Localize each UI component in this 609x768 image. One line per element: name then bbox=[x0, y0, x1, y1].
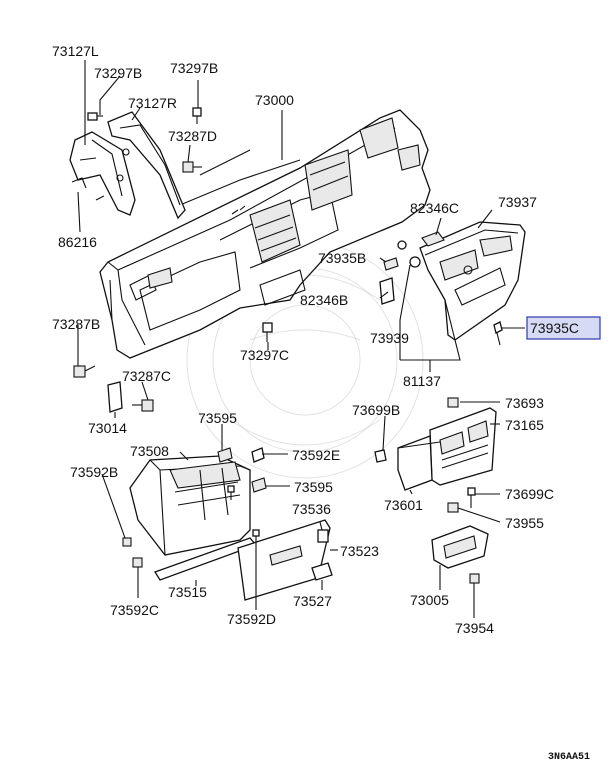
label-82346C: 82346C bbox=[410, 200, 459, 216]
label-73592D: 73592D bbox=[227, 611, 276, 627]
label-73939: 73939 bbox=[370, 330, 409, 346]
center-bezel-73937-drawing bbox=[419, 221, 526, 341]
bolt-73287C-drawing bbox=[132, 399, 154, 412]
screw-73935C-drawing bbox=[493, 321, 503, 346]
label-73592C: 73592C bbox=[110, 602, 159, 618]
label-73000: 73000 bbox=[255, 92, 294, 108]
label-73297B-left: 73297B bbox=[94, 65, 142, 81]
part-labels: 73127L 73297B 73297B 73127R 73000 73287D… bbox=[52, 43, 601, 636]
label-73508: 73508 bbox=[130, 443, 169, 459]
clip-73935B-drawing bbox=[383, 256, 421, 271]
bumper-73595-mid-drawing bbox=[227, 477, 267, 500]
label-73536: 73536 bbox=[292, 501, 331, 517]
label-73127R: 73127R bbox=[128, 95, 177, 111]
screw-73592C-drawing bbox=[132, 557, 143, 568]
glove-box-lid-73523-drawing bbox=[237, 519, 331, 601]
label-73935B: 73935B bbox=[318, 250, 366, 266]
left-brackets-drawing bbox=[69, 111, 186, 220]
label-73693: 73693 bbox=[505, 395, 544, 411]
center-panel-73165-drawing bbox=[429, 407, 497, 486]
label-73297C: 73297C bbox=[240, 347, 289, 363]
bolt-73287B-drawing bbox=[73, 365, 96, 378]
diagram-code: 3N6AA51 bbox=[548, 752, 590, 763]
label-73523: 73523 bbox=[340, 543, 379, 559]
highlight-box-73935C bbox=[526, 316, 601, 340]
screw-73592D-drawing bbox=[252, 529, 260, 548]
clip-73699B-drawing bbox=[374, 449, 387, 463]
label-73595-mid: 73595 bbox=[294, 479, 333, 495]
glove-box-73508-drawing bbox=[129, 455, 251, 556]
label-73014: 73014 bbox=[88, 420, 127, 436]
screw-73954-drawing bbox=[469, 573, 480, 596]
bolt-73297B-right-drawing bbox=[192, 107, 202, 124]
bracket-73014-drawing bbox=[107, 381, 123, 413]
pocket-73601-drawing bbox=[397, 435, 441, 491]
label-73287B: 73287B bbox=[52, 316, 100, 332]
label-73699B: 73699B bbox=[352, 402, 400, 418]
screw-73699C-drawing bbox=[467, 487, 476, 508]
label-82346B: 82346B bbox=[300, 292, 348, 308]
ashtray-73005-drawing bbox=[431, 525, 489, 569]
label-73005: 73005 bbox=[410, 592, 449, 608]
label-73601: 73601 bbox=[384, 497, 423, 513]
label-73592E: 73592E bbox=[292, 447, 340, 463]
bolt-73297B-left-drawing bbox=[87, 112, 103, 121]
label-73287D: 73287D bbox=[168, 128, 217, 144]
label-73935C[interactable]: 73935C bbox=[530, 320, 579, 336]
clip-73693-drawing bbox=[447, 397, 459, 408]
hinge-73527-drawing bbox=[311, 562, 333, 581]
label-73515: 73515 bbox=[168, 584, 207, 600]
label-73127L: 73127L bbox=[52, 43, 99, 59]
label-73287C: 73287C bbox=[122, 368, 171, 384]
leader-lines bbox=[77, 60, 525, 618]
label-73165: 73165 bbox=[505, 417, 544, 433]
label-73527: 73527 bbox=[293, 593, 332, 609]
label-81137: 81137 bbox=[403, 373, 441, 389]
label-73955: 73955 bbox=[505, 515, 544, 531]
clip-82346C-drawing bbox=[397, 231, 445, 250]
label-73297B-right: 73297B bbox=[170, 60, 218, 76]
label-73592B: 73592B bbox=[70, 464, 118, 480]
dashboard-panel-drawing bbox=[99, 109, 431, 359]
screw-73592B-drawing bbox=[122, 537, 132, 547]
label-73937: 73937 bbox=[498, 194, 537, 210]
clip-73955-drawing bbox=[447, 502, 459, 513]
clip-73297C-drawing bbox=[262, 322, 273, 342]
clip-82346B-drawing bbox=[379, 277, 395, 305]
clip-73592E-drawing bbox=[251, 447, 265, 463]
label-73954: 73954 bbox=[455, 620, 494, 636]
bumper-73595-top-drawing bbox=[217, 447, 233, 463]
label-86216: 86216 bbox=[58, 234, 97, 250]
label-73699C: 73699C bbox=[505, 486, 554, 502]
label-73595-top: 73595 bbox=[198, 410, 237, 426]
bolt-73287D-drawing bbox=[182, 161, 202, 173]
latch-73536-drawing bbox=[317, 529, 329, 543]
